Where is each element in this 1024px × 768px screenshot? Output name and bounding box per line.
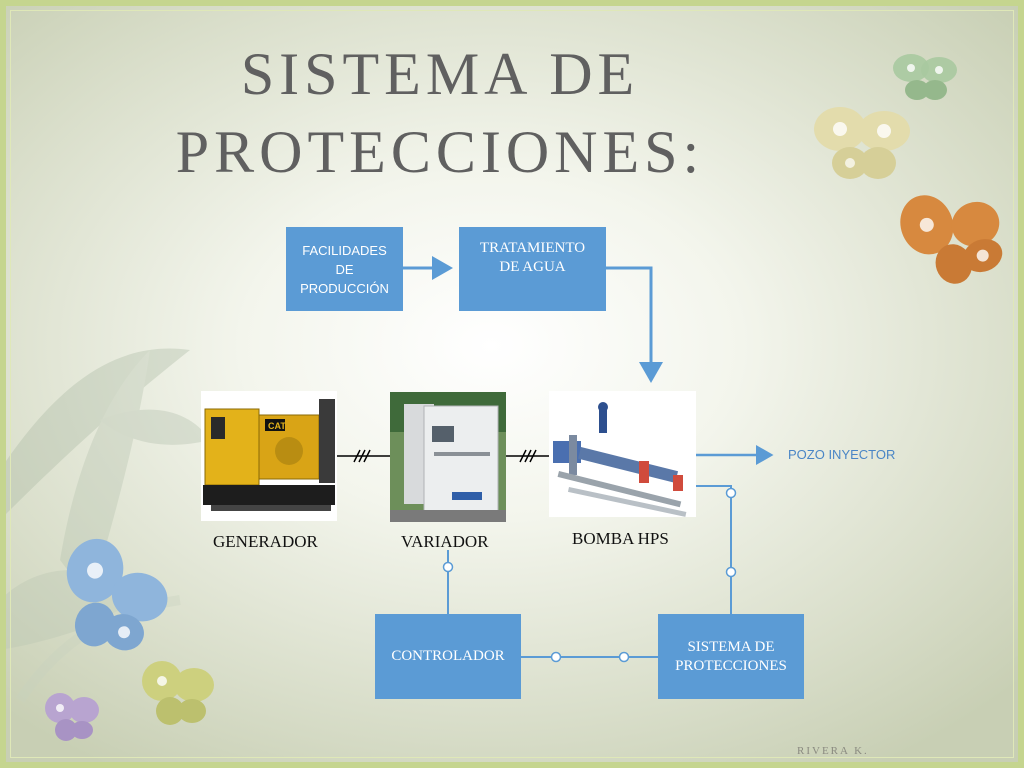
box-text-line: PRODUCCIÓN xyxy=(300,280,389,296)
controlador-box: CONTROLADOR xyxy=(375,614,521,699)
bomba-hps-label: BOMBA HPS xyxy=(572,529,669,548)
butterfly-icon xyxy=(814,107,910,179)
svg-text:CAT: CAT xyxy=(268,421,286,431)
box-text-line: DE xyxy=(335,261,354,277)
pozo-inyector-label: POZO INYECTOR xyxy=(788,447,896,462)
box-text-line: FACILIDADES xyxy=(302,242,387,258)
butterfly-icon xyxy=(900,195,1003,284)
box-text-line: TRATAMIENTO xyxy=(479,240,586,256)
butterfly-icon xyxy=(66,538,168,651)
box-text-line: PROTECCIONES xyxy=(675,657,787,674)
signal-line-controlador-variador xyxy=(442,550,454,614)
generador-label: GENERADOR xyxy=(213,532,318,551)
butterfly-icon xyxy=(893,54,957,100)
bomba-hps-image xyxy=(549,391,696,517)
box-text-line: DE AGUA xyxy=(499,259,566,275)
butterfly-icon xyxy=(142,661,214,725)
sistema-protecciones-box: SISTEMA DE PROTECCIONES xyxy=(658,614,804,699)
three-phase-mark xyxy=(519,449,537,463)
generador-image: CAT xyxy=(201,391,337,521)
variador-label: VARIADOR xyxy=(401,532,489,551)
variador-image xyxy=(390,392,506,522)
slide-title-line1: SISTEMA DE xyxy=(240,41,640,107)
signal-line-sistema-bomba xyxy=(696,485,737,614)
three-phase-mark xyxy=(353,449,371,463)
butterfly-icon xyxy=(45,693,99,741)
facilidades-produccion-box: FACILIDADES DE PRODUCCIÓN xyxy=(286,227,403,311)
arrow-tratamiento-to-bomba xyxy=(606,266,663,383)
slide-title-line2: PROTECCIONES: xyxy=(175,119,705,185)
box-text-line: SISTEMA DE xyxy=(687,638,775,655)
author-footer: RIVERA K. xyxy=(797,745,869,757)
signal-line-controlador-sistema xyxy=(521,651,658,663)
box-text-line: CONTROLADOR xyxy=(391,648,505,664)
tratamiento-agua-box: TRATAMIENTO DE AGUA xyxy=(459,227,606,311)
